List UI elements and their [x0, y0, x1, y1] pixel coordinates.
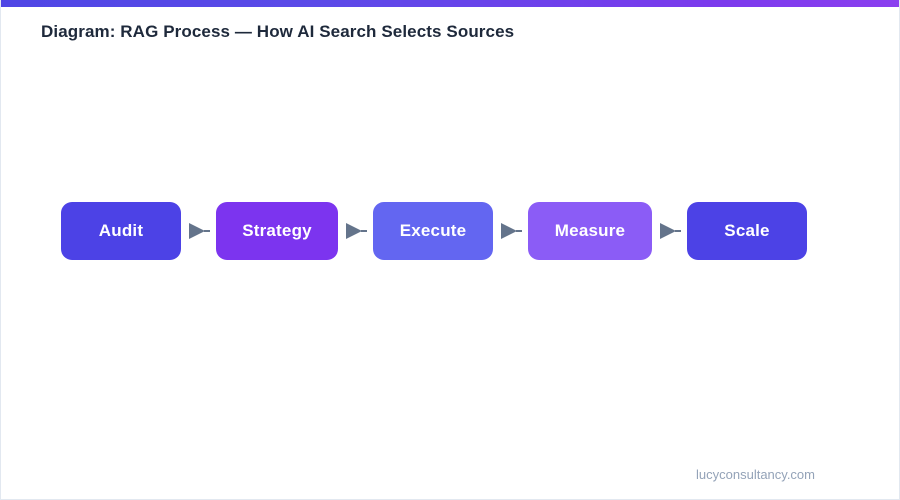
process-node-label: Execute: [399, 221, 467, 240]
process-node-execute[interactable]: Execute: [373, 202, 493, 260]
arrow-right-icon: [652, 202, 687, 260]
process-node-label: Scale: [724, 221, 770, 240]
process-node-label: Strategy: [242, 221, 312, 240]
footer-attribution: lucyconsultancy.com: [696, 467, 815, 482]
process-node-strategy[interactable]: Strategy: [216, 202, 338, 260]
arrow-right-icon: [181, 202, 216, 260]
process-node-measure[interactable]: Measure: [528, 202, 652, 260]
arrow-right-icon: [493, 202, 528, 260]
accent-bar: [1, 0, 899, 7]
arrow-right-icon: [338, 202, 373, 260]
process-node-scale[interactable]: Scale: [687, 202, 807, 260]
page-title: Diagram: RAG Process — How AI Search Sel…: [41, 22, 515, 41]
process-node-audit[interactable]: Audit: [61, 202, 181, 260]
process-flow-diagram: Audit Strategy Execute Measure Scale: [61, 202, 807, 260]
process-node-label: Audit: [98, 221, 144, 240]
process-node-label: Measure: [554, 221, 626, 240]
